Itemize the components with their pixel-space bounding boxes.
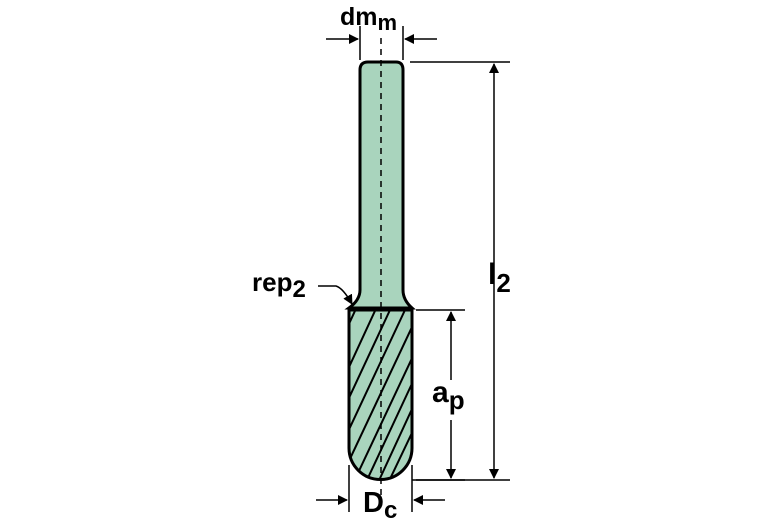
dmm-label: dmm: [340, 3, 397, 35]
rep2-label: rep2: [252, 267, 306, 303]
dc-label: Dc: [363, 487, 397, 523]
ap-label: ap: [432, 376, 465, 415]
dmm-dimension: [326, 26, 437, 60]
flute-hatching: [349, 310, 413, 480]
rep2-leader: [318, 285, 353, 305]
dc-dimension: [316, 465, 445, 512]
ap-dimension: [416, 309, 465, 481]
l2-label: l2: [488, 258, 511, 298]
